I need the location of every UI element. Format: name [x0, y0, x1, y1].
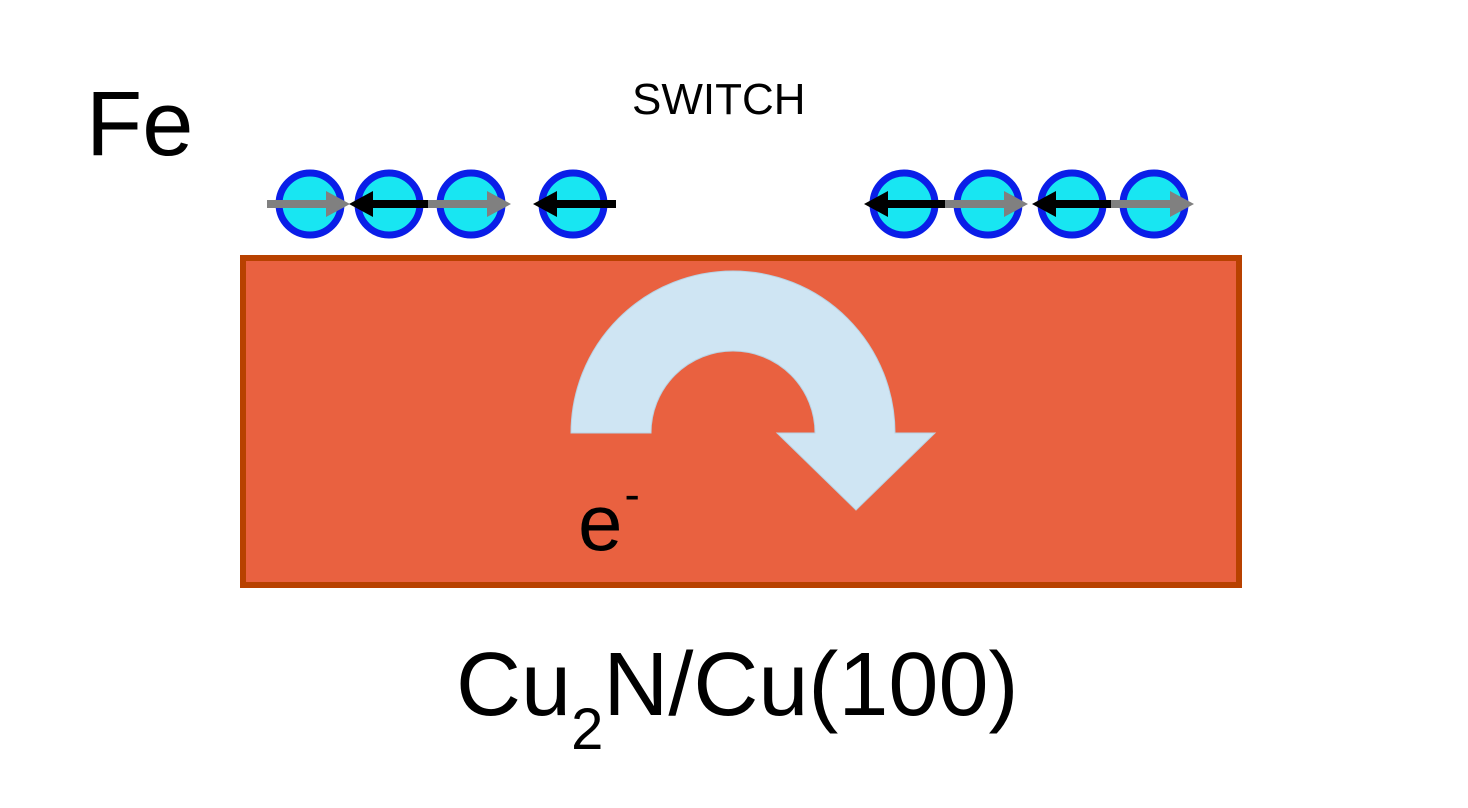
fe-atom-chains — [267, 169, 1194, 239]
element-label: Fe — [86, 73, 194, 175]
spin-arrow-left-icon — [533, 191, 557, 217]
spin-arrow-right-icon — [1004, 191, 1028, 217]
spin-arrow-left-icon — [864, 191, 888, 217]
substrate-label-rest: N/Cu(100) — [603, 635, 1019, 735]
spin-arrow-right-icon — [326, 191, 350, 217]
substrate-label: Cu2N/Cu(100) — [456, 640, 1018, 759]
electron-flow-arrow-icon — [570, 270, 937, 511]
electron-symbol: e — [578, 478, 623, 567]
spin-arrow-left-icon — [349, 191, 373, 217]
spin-arrow-left-icon — [1032, 191, 1056, 217]
switch-label: SWITCH — [632, 75, 806, 124]
spin-arrow-right-icon — [487, 191, 511, 217]
substrate-label-main: Cu — [456, 635, 572, 735]
electron-charge: - — [624, 468, 640, 520]
electron-label: e- — [578, 471, 640, 563]
substrate-label-subscript: 2 — [571, 697, 604, 762]
spin-arrow-right-icon — [1170, 191, 1194, 217]
